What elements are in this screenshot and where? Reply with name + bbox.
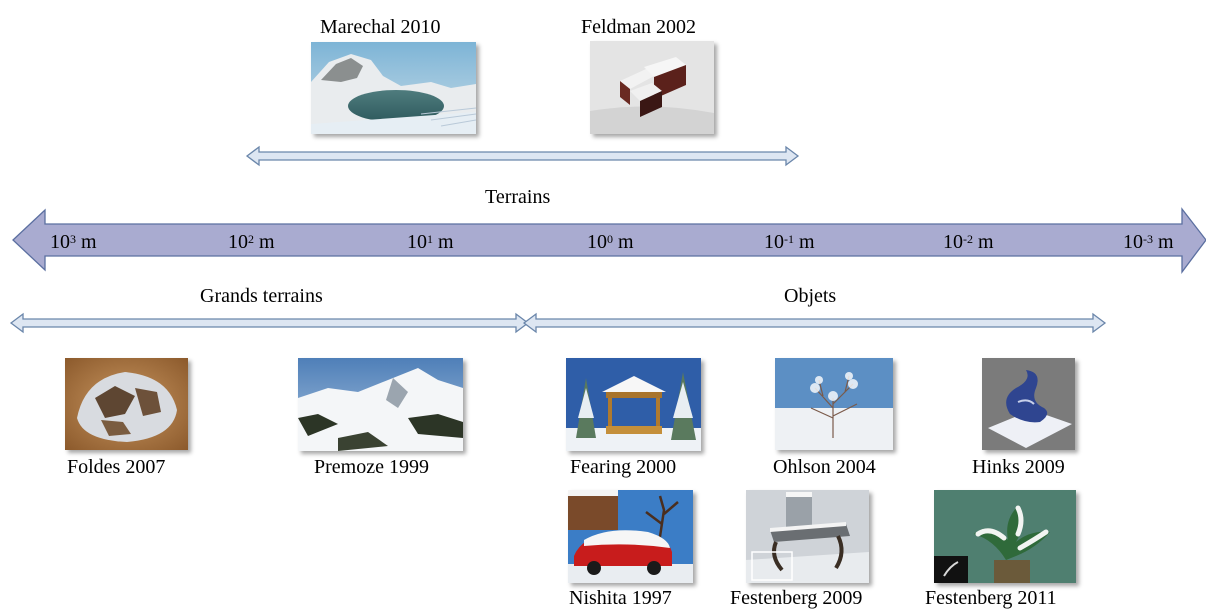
ohlson-2004-image bbox=[775, 358, 893, 450]
premoze-1999-caption: Premoze 1999 bbox=[314, 456, 429, 478]
scale-tick-1e0: 100 m bbox=[587, 231, 634, 253]
nishita-1997-caption: Nishita 1997 bbox=[569, 587, 672, 609]
foldes-2007-image bbox=[65, 358, 188, 450]
grands-terrains-label: Grands terrains bbox=[200, 285, 323, 307]
foldes-2007-caption: Foldes 2007 bbox=[67, 456, 166, 478]
premoze-1999-image bbox=[298, 358, 463, 451]
feldman-2002-image bbox=[590, 41, 714, 134]
feldman-2002-caption: Feldman 2002 bbox=[581, 16, 696, 38]
scale-tick-1e-2: 10-2 m bbox=[943, 231, 994, 253]
nishita-1997-image bbox=[568, 490, 693, 583]
scale-tick-1e-3: 10-3 m bbox=[1123, 231, 1174, 253]
festenberg-2009-image bbox=[746, 490, 869, 583]
festenberg-2011-caption: Festenberg 2011 bbox=[925, 587, 1057, 609]
terrains-range-arrow bbox=[245, 145, 800, 167]
scale-tick-1e2: 102 m bbox=[228, 231, 275, 253]
marechal-2010-image bbox=[311, 42, 476, 134]
festenberg-2011-image bbox=[934, 490, 1076, 583]
marechal-2010-caption: Marechal 2010 bbox=[320, 16, 441, 38]
scale-double-arrow bbox=[12, 207, 1206, 274]
objets-label: Objets bbox=[784, 285, 837, 307]
hinks-2009-caption: Hinks 2009 bbox=[972, 456, 1065, 478]
fearing-2000-caption: Fearing 2000 bbox=[570, 456, 677, 478]
fearing-2000-image bbox=[566, 358, 701, 451]
ohlson-2004-caption: Ohlson 2004 bbox=[773, 456, 876, 478]
grands-terrains-range-arrow bbox=[9, 312, 530, 334]
terrains-label: Terrains bbox=[485, 186, 551, 208]
scale-tick-1e1: 101 m bbox=[407, 231, 454, 253]
festenberg-2009-caption: Festenberg 2009 bbox=[730, 587, 863, 609]
scale-tick-1e3: 103 m bbox=[50, 231, 97, 253]
hinks-2009-image bbox=[982, 358, 1075, 450]
objets-range-arrow bbox=[522, 312, 1107, 334]
scale-tick-1e-1: 10-1 m bbox=[764, 231, 815, 253]
